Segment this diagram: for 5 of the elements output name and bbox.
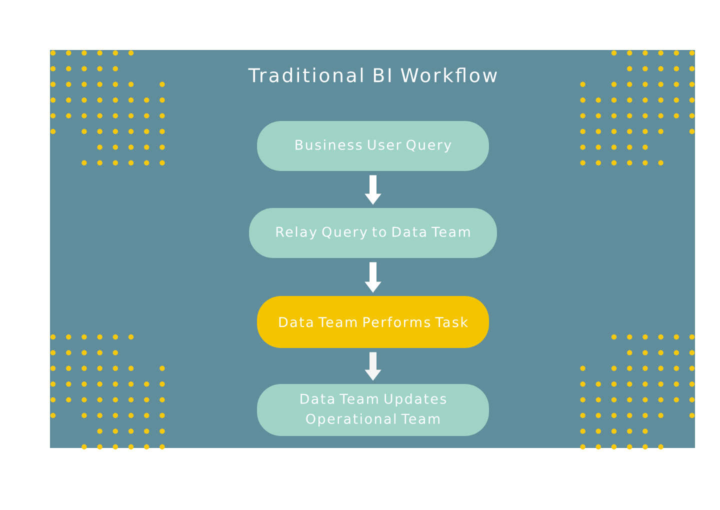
process-box: Business User Query [257, 121, 489, 171]
process-box: Data Team Updates Operational Team [257, 384, 489, 436]
title: Traditional BI Workflow [248, 68, 497, 82]
process-box: Data Team Performs Task [257, 296, 489, 348]
process-box: Relay Query to Data Team [249, 208, 497, 258]
